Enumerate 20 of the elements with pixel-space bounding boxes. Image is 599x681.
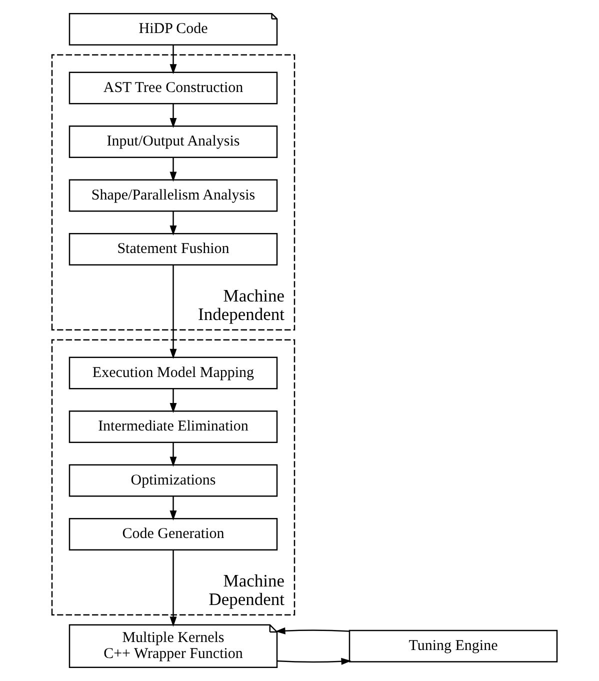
node-box: Execution Model Mapping (68, 356, 278, 390)
node-box: Statement Fushion (68, 233, 278, 266)
arrow (170, 264, 177, 359)
node-box: Optimizations (68, 464, 278, 497)
arrow (170, 388, 177, 413)
node-box: Tuning Engine (348, 630, 558, 662)
arrow (277, 658, 352, 665)
arrow (170, 496, 177, 520)
arrow (170, 442, 177, 467)
arrow (170, 45, 177, 74)
node-box: Input/Output Analysis (68, 126, 278, 158)
arrow (170, 211, 177, 236)
node-box: Code Generation (68, 518, 278, 550)
node-box: Shape/Parallelism Analysis (68, 179, 278, 212)
arrow (275, 627, 350, 634)
arrow (170, 104, 177, 128)
node-box: Intermediate Elimination (68, 410, 278, 443)
node-box: AST Tree Construction (68, 72, 278, 104)
arrow (170, 158, 177, 182)
arrow (170, 550, 177, 627)
